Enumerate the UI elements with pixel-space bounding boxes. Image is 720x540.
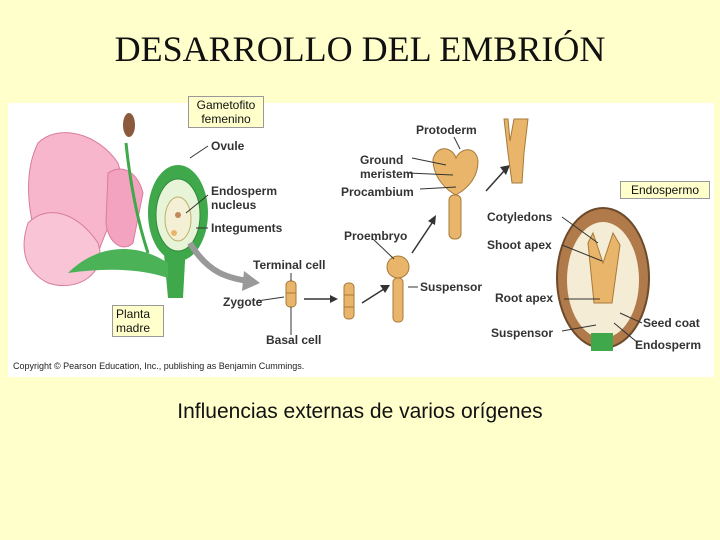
- callout-endospermo: Endospermo: [620, 181, 710, 199]
- label-suspensor-2: Suspensor: [491, 326, 553, 340]
- label-shoot-apex: Shoot apex: [487, 238, 552, 252]
- label-cotyledons: Cotyledons: [487, 210, 553, 224]
- label-ground-meristem-1: Ground: [360, 153, 403, 167]
- embryo-diagram: Ovule Endosperm nucleus Integuments Term…: [13, 113, 701, 371]
- label-suspensor: Suspensor: [420, 280, 482, 294]
- label-terminal-cell: Terminal cell: [253, 258, 325, 272]
- label-seed-coat: Seed coat: [643, 316, 700, 330]
- slide-title: DESARROLLO DEL EMBRIÓN: [114, 29, 606, 69]
- label-integuments: Integuments: [211, 221, 283, 235]
- two-cell-stage: [343, 282, 355, 320]
- label-procambium: Procambium: [341, 185, 414, 199]
- label-endosperm-nucleus-1: Endosperm: [211, 184, 277, 198]
- label-basal-cell: Basal cell: [266, 333, 321, 347]
- heart-stage: [432, 148, 479, 240]
- label-endosperm: Endosperm: [635, 338, 701, 352]
- label-ground-meristem-2: meristem: [360, 167, 413, 181]
- proembryo-stage: [386, 255, 410, 323]
- label-root-apex: Root apex: [495, 291, 553, 305]
- copyright-text: Copyright © Pearson Education, Inc., pub…: [13, 361, 304, 371]
- callout-planta-madre: Planta madre: [112, 305, 164, 337]
- label-protoderm: Protoderm: [416, 123, 477, 137]
- label-endosperm-nucleus-2: nucleus: [211, 198, 257, 212]
- label-ovule: Ovule: [211, 139, 245, 153]
- label-proembryo: Proembryo: [344, 229, 407, 243]
- subtitle: Influencias externas de varios orígenes: [177, 400, 543, 423]
- flower-illustration: [23, 113, 260, 298]
- label-zygote: Zygote: [223, 295, 263, 309]
- callout-gametofito-femenino: Gametofito femenino: [188, 96, 264, 128]
- zygote-stage: [256, 273, 297, 335]
- mature-seed: [556, 207, 650, 351]
- torpedo-stage: [503, 118, 529, 184]
